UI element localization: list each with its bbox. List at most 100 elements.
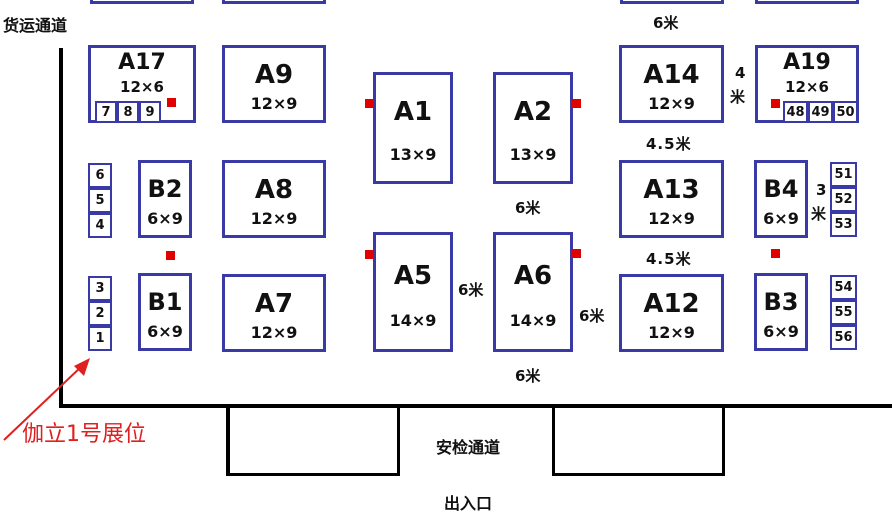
- booth-size: 6×9: [147, 209, 183, 228]
- booth-name: A5: [393, 261, 433, 291]
- booth-name: A17: [118, 50, 166, 75]
- booth-size: 12×6: [785, 78, 829, 96]
- marker-b4: [771, 249, 780, 258]
- booth-name: A7: [254, 289, 294, 319]
- booth-name: A13: [643, 175, 700, 205]
- booth-a12[interactable]: A12 12×9: [619, 274, 724, 352]
- sub-booth-7[interactable]: 7: [95, 101, 117, 123]
- booth-name: A12: [643, 289, 700, 319]
- booth-b1[interactable]: B1 6×9: [138, 273, 192, 351]
- stack-booth-52[interactable]: 52: [830, 187, 857, 212]
- distance-a14-a13: 4.5米: [646, 135, 692, 153]
- booth-size: 6×9: [763, 322, 799, 341]
- distance-bottom: 6米: [515, 367, 541, 385]
- booth-size: 14×9: [509, 311, 557, 330]
- booth-b2[interactable]: B2 6×9: [138, 160, 192, 238]
- booth-name: A8: [254, 175, 294, 205]
- booth-size: 6×9: [763, 209, 799, 228]
- passage-wall-bottom-right: [552, 473, 725, 476]
- stack-booth-5[interactable]: 5: [88, 188, 112, 213]
- distance-a14-a19-value: 4: [735, 64, 746, 82]
- booth-size: 13×9: [509, 145, 557, 164]
- booth-b4[interactable]: B4 6×9: [754, 160, 808, 238]
- booth-name: B4: [763, 175, 799, 203]
- passage-wall-mid-right: [552, 408, 555, 476]
- stack-booth-56[interactable]: 56: [830, 325, 857, 350]
- booth-size: 12×9: [648, 94, 695, 113]
- sub-booth-9[interactable]: 9: [139, 101, 161, 123]
- distance-a6-a12: 6米: [579, 307, 605, 325]
- booth-a17[interactable]: A17 12×6 7 8 9: [88, 45, 196, 123]
- booth-a14[interactable]: A14 12×9: [619, 45, 724, 123]
- booth-size: 12×9: [648, 323, 695, 342]
- booth-size: 12×9: [250, 323, 298, 342]
- booth-size: 14×9: [389, 311, 437, 330]
- booth-a5[interactable]: A5 14×9: [373, 232, 453, 352]
- booth-a8[interactable]: A8 12×9: [222, 160, 326, 238]
- distance-top: 6米: [653, 14, 679, 32]
- booth-a13[interactable]: A13 12×9: [619, 160, 724, 238]
- stack-booth-3[interactable]: 3: [88, 276, 112, 301]
- callout-arrow-icon: [3, 358, 90, 441]
- marker-a19: [771, 99, 780, 108]
- booth-name: A9: [254, 60, 294, 90]
- passage-wall-mid-left: [397, 408, 400, 476]
- booth-b3[interactable]: B3 6×9: [754, 273, 808, 351]
- marker-a5: [365, 250, 374, 259]
- booth-size: 12×9: [250, 209, 298, 228]
- stack-booth-55[interactable]: 55: [830, 300, 857, 325]
- booth-name: A2: [513, 97, 553, 127]
- booth-name: A6: [513, 261, 553, 291]
- booth-name: A14: [643, 60, 700, 90]
- stack-booth-51[interactable]: 51: [830, 162, 857, 187]
- booth-name: B1: [147, 288, 183, 316]
- booth-size: 13×9: [389, 145, 437, 164]
- booth-name: B3: [763, 288, 799, 316]
- passage-wall-left: [226, 408, 230, 476]
- freight-passage-label: 货运通道: [3, 16, 68, 35]
- marker-a1: [365, 99, 374, 108]
- partial-booth-top-3: [620, 0, 724, 4]
- passage-wall-bottom-left: [226, 473, 400, 476]
- passage-wall-right: [722, 408, 725, 476]
- sub-booth-48[interactable]: 48: [783, 101, 808, 123]
- booth-a1[interactable]: A1 13×9: [373, 72, 453, 184]
- distance-b4-stack-value: 3: [816, 181, 827, 199]
- distance-a14-a19-unit: 米: [730, 88, 746, 106]
- distance-b4-stack-unit: 米: [811, 205, 827, 223]
- partial-booth-top-4: [755, 0, 859, 4]
- booth-size: 6×9: [147, 322, 183, 341]
- callout-label: 伽立1号展位: [22, 422, 146, 447]
- stack-booth-4[interactable]: 4: [88, 213, 112, 238]
- marker-a17: [167, 98, 176, 107]
- stack-booth-54[interactable]: 54: [830, 275, 857, 300]
- booth-a7[interactable]: A7 12×9: [222, 274, 326, 352]
- entrance-label: 出入口: [444, 494, 493, 513]
- booth-name: B2: [147, 175, 183, 203]
- distance-a5-a6: 6米: [458, 281, 484, 299]
- marker-a2: [572, 99, 581, 108]
- marker-a6: [572, 249, 581, 258]
- stack-booth-2[interactable]: 2: [88, 301, 112, 326]
- marker-b2: [166, 251, 175, 260]
- sub-booth-49[interactable]: 49: [808, 101, 833, 123]
- booth-size: 12×6: [120, 78, 164, 96]
- hall-wall-left: [59, 48, 63, 408]
- sub-booth-50[interactable]: 50: [833, 101, 858, 123]
- security-passage-label: 安检通道: [436, 438, 501, 457]
- booth-a2[interactable]: A2 13×9: [493, 72, 573, 184]
- booth-a6[interactable]: A6 14×9: [493, 232, 573, 352]
- booth-name: A1: [393, 97, 433, 127]
- distance-a2-a6: 6米: [515, 199, 541, 217]
- booth-a19[interactable]: A19 12×6 48 49 50: [755, 45, 859, 123]
- booth-size: 12×9: [250, 94, 298, 113]
- booth-name: A19: [783, 50, 831, 75]
- distance-a13-a12: 4.5米: [646, 250, 692, 268]
- partial-booth-top-1: [90, 0, 194, 4]
- stack-booth-6[interactable]: 6: [88, 163, 112, 188]
- sub-booth-8[interactable]: 8: [117, 101, 139, 123]
- booth-a9[interactable]: A9 12×9: [222, 45, 326, 123]
- stack-booth-1[interactable]: 1: [88, 326, 112, 351]
- booth-size: 12×9: [648, 209, 695, 228]
- stack-booth-53[interactable]: 53: [830, 212, 857, 237]
